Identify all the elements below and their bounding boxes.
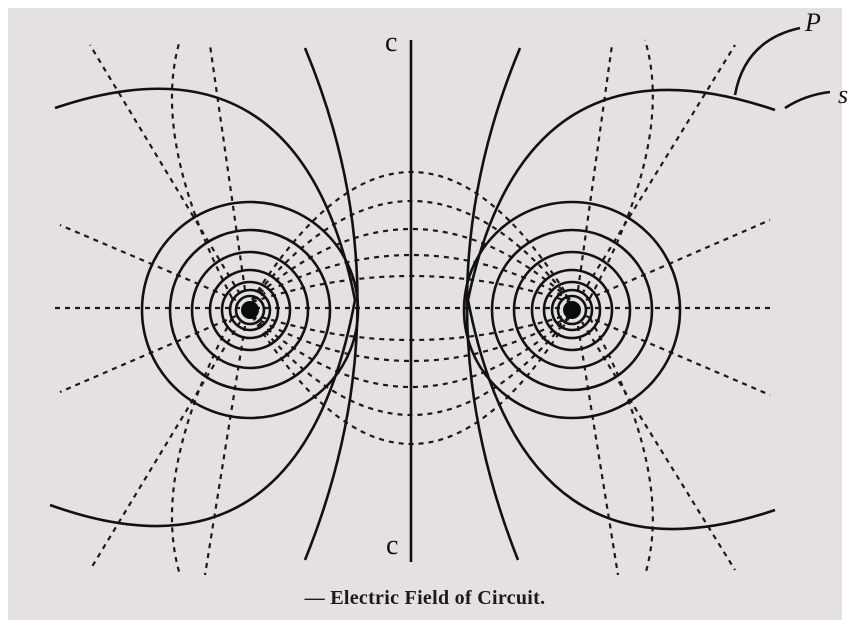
label-p: P [805,8,821,37]
label-c-bottom: c [386,530,399,561]
label-c-top: c [385,27,398,58]
figure-caption: — Electric Field of Circuit. [304,587,546,609]
electric-force-lines [55,39,771,576]
right-conductor [563,301,581,319]
left-conductor [241,301,259,319]
label-s: s [838,80,849,109]
conductors [241,301,581,319]
magnetic-field-lines [49,26,831,562]
